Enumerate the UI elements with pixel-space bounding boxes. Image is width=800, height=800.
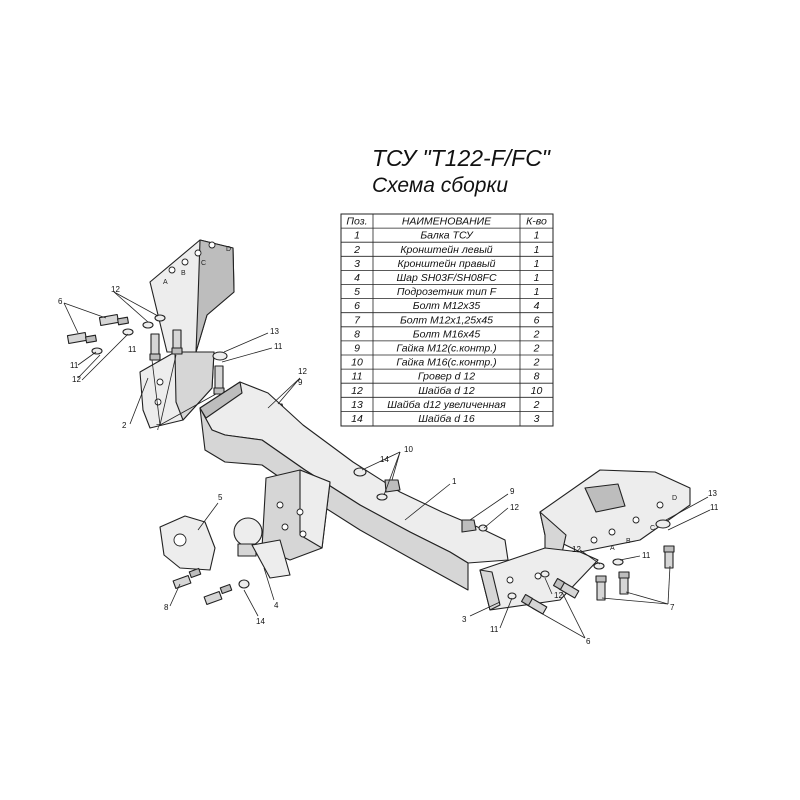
table-cell: 12	[351, 385, 363, 397]
table-cell: 7	[354, 314, 361, 326]
table-cell: 8	[354, 328, 360, 340]
callout-12-b: 12	[72, 375, 81, 384]
hole-letter-d-right: D	[672, 495, 677, 502]
table-cell: 1	[534, 244, 540, 256]
callout-11-d: 11	[710, 503, 719, 512]
diagram-subtitle: Схема сборки	[372, 174, 508, 197]
diagram-title: ТСУ "Т122-F/FC"	[372, 145, 552, 171]
table-cell: Болт М12х1,25х45	[400, 314, 493, 326]
table-cell: Гайка М16(с.контр.)	[396, 357, 496, 369]
callout-7-b: 7	[670, 603, 675, 612]
hole-letter-a-right: A	[610, 545, 615, 552]
table-cell: 2	[533, 343, 540, 355]
callout-12-a: 12	[111, 285, 120, 294]
callout-12-c: 12	[298, 367, 307, 376]
table-cell: Болт М12х35	[413, 300, 481, 312]
bottom-left-fasteners	[172, 567, 250, 606]
socket-mount	[159, 515, 216, 571]
callout-numbers: 12 6 11 12 11 13 11 2 7 12 9 14 10 1 9 1…	[58, 285, 719, 646]
table-cell: 9	[354, 343, 360, 355]
table-cell: 1	[354, 230, 360, 242]
table-cell: 2	[533, 328, 540, 340]
callout-6-b: 6	[586, 637, 591, 646]
table-cell: Гайка М12(с.контр.)	[396, 343, 496, 355]
table-cell: 1	[534, 272, 540, 284]
callout-14-a: 14	[380, 455, 389, 464]
callout-6-a: 6	[58, 297, 63, 306]
table-cell: 10	[531, 385, 543, 397]
table-header-cell: К-во	[526, 216, 547, 228]
callout-11-a: 11	[70, 361, 79, 370]
table-cell: Кронштейн левый	[400, 244, 492, 256]
table-cell: 1	[534, 230, 540, 242]
leader-lines	[63, 291, 711, 639]
left-fasteners	[66, 313, 285, 415]
table-cell: Шайба d 16	[418, 413, 475, 425]
hole-letter-c-left: C	[201, 260, 206, 267]
table-cell: Гровер d 12	[418, 371, 475, 383]
callout-12-e: 12	[572, 545, 581, 554]
callout-9-b: 9	[510, 487, 515, 496]
hole-letter-a-left: A	[163, 279, 168, 286]
table-cell: 10	[351, 357, 363, 369]
table-header-cell: НАИМЕНОВАНИЕ	[402, 216, 492, 228]
callout-3: 3	[462, 615, 467, 624]
table-cell: Шайба d12 увеличенная	[387, 399, 506, 411]
table-cell: 1	[534, 286, 540, 298]
hole-letter-b-left: B	[181, 270, 186, 277]
callout-9-a: 9	[298, 378, 303, 387]
callout-7-a: 7	[156, 423, 161, 432]
callout-11-f: 11	[490, 625, 499, 634]
table-cell: Подрозетник тип F	[397, 286, 497, 298]
callout-5: 5	[218, 493, 223, 502]
hole-letter-b-right: B	[626, 538, 631, 545]
hole-letter-d-left: D	[226, 246, 231, 253]
callout-12-d: 12	[510, 503, 519, 512]
callout-11-c: 11	[274, 342, 283, 351]
table-header-cell: Поз.	[346, 216, 367, 228]
table-cell: 4	[354, 272, 360, 284]
callout-14-b: 14	[256, 617, 265, 626]
callout-2: 2	[122, 421, 127, 430]
table-cell: 11	[352, 371, 363, 383]
table-cell: 3	[354, 258, 360, 270]
table-cell: Кронштейн правый	[398, 258, 496, 270]
table-cell: 8	[534, 371, 540, 383]
callout-13-b: 13	[708, 489, 717, 498]
table-cell: 4	[534, 300, 540, 312]
callout-4: 4	[274, 601, 279, 610]
callout-12-f: 12	[554, 591, 563, 600]
table-cell: Болт М16х45	[413, 328, 481, 340]
table-cell: Шар SH03F/SH08FC	[396, 272, 497, 284]
table-cell: 3	[534, 413, 540, 425]
table-cell: 2	[533, 399, 540, 411]
callout-10: 10	[404, 445, 413, 454]
callout-11-e: 11	[642, 551, 651, 560]
hole-letter-c-right: C	[650, 525, 655, 532]
table-cell: 13	[351, 399, 363, 411]
callout-13-a: 13	[270, 327, 279, 336]
table-cell: Балка ТСУ	[420, 230, 474, 242]
table-cell: 2	[353, 244, 360, 256]
right-fasteners	[507, 519, 675, 615]
callout-8: 8	[164, 603, 169, 612]
table-cell: Шайба d 12	[418, 385, 475, 397]
table-cell: 2	[533, 357, 540, 369]
table-cell: 6	[354, 300, 360, 312]
callout-11-b: 11	[128, 345, 137, 354]
table-cell: 1	[534, 258, 540, 270]
table-cell: 5	[354, 286, 360, 298]
tow-ball	[233, 517, 291, 579]
table-cell: 6	[534, 314, 540, 326]
table-cell: 14	[351, 413, 363, 425]
callout-1: 1	[452, 477, 457, 486]
